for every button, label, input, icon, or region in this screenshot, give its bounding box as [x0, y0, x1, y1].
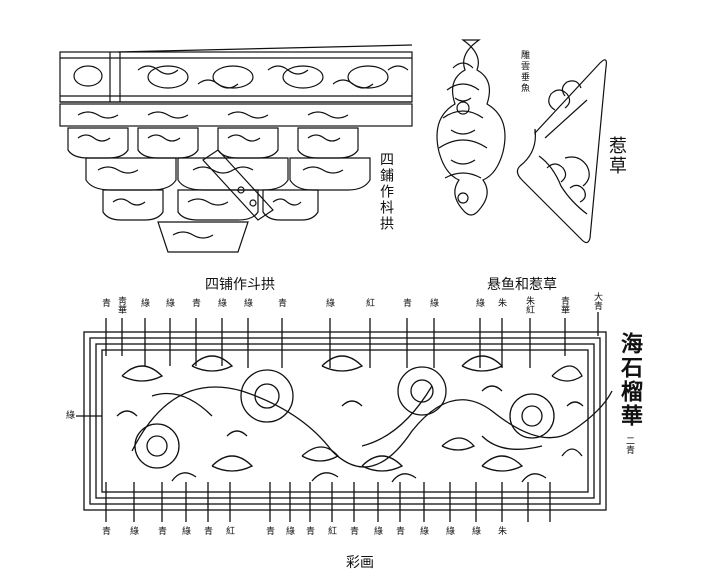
painting-caption: 彩画 [346, 555, 374, 571]
top-note: 綠 [474, 298, 484, 307]
bottom-note: 青 [156, 526, 166, 535]
top-note: 青 [401, 298, 411, 307]
bottom-note: 綠 [444, 526, 454, 535]
bottom-note: 青 [304, 526, 314, 535]
bracket-drawing [59, 44, 413, 253]
bracket-figure: 四鋪作枓拱 [58, 40, 416, 265]
bottom-note: 綠 [418, 526, 428, 535]
top-note: 朱 [496, 298, 506, 307]
bottom-note: 青 [202, 526, 212, 535]
fish-grass-caption: 悬鱼和惹草 [487, 277, 557, 293]
bottom-note: 青 [348, 526, 358, 535]
top-note: 紅 [364, 298, 374, 307]
bottom-note: 青 [100, 526, 110, 535]
top-note: 綠 [216, 298, 226, 307]
grass-label: 惹草 [606, 136, 627, 176]
bottom-note: 綠 [470, 526, 480, 535]
bottom-note: 朱 [496, 526, 506, 535]
painting-side-note: 二青 [624, 436, 634, 454]
top-note: 綠 [324, 298, 334, 307]
bottom-note: 紅 [224, 526, 234, 535]
painting-drawing [76, 312, 613, 522]
painting-title: 海石榴華 [617, 332, 643, 428]
bottom-note: 綠 [372, 526, 382, 535]
top-note: 青華 [559, 296, 569, 314]
bottom-note: 綠 [180, 526, 190, 535]
top-note: 朱紅 [524, 296, 534, 314]
bottom-note: 紅 [326, 526, 336, 535]
bracket-caption: 四铺作斗拱 [205, 277, 275, 293]
top-note: 綠 [242, 298, 252, 307]
bracket-vertical-label: 四鋪作枓拱 [378, 152, 394, 232]
fish-grass-drawing [436, 39, 607, 244]
top-note: 靑華 [116, 296, 126, 314]
left-note: 綠 [64, 410, 74, 419]
fish-grass-figure: 雕雲垂魚 惹草 [415, 38, 630, 263]
bottom-note: 青 [264, 526, 274, 535]
top-note: 大青 [592, 292, 602, 310]
fish-label: 雕雲垂魚 [519, 50, 529, 94]
painting-figure: 青 靑華 綠 綠 青 綠 綠 青 綠 紅 青 綠 綠 朱 朱紅 青華 大青 綠 … [62, 292, 712, 546]
top-note: 綠 [139, 298, 149, 307]
top-note: 青 [100, 298, 110, 307]
bottom-note: 綠 [284, 526, 294, 535]
top-note: 綠 [428, 298, 438, 307]
bottom-note: 綠 [128, 526, 138, 535]
top-note: 青 [190, 298, 200, 307]
top-note: 青 [276, 298, 286, 307]
bottom-note: 青 [394, 526, 404, 535]
top-note: 綠 [164, 298, 174, 307]
